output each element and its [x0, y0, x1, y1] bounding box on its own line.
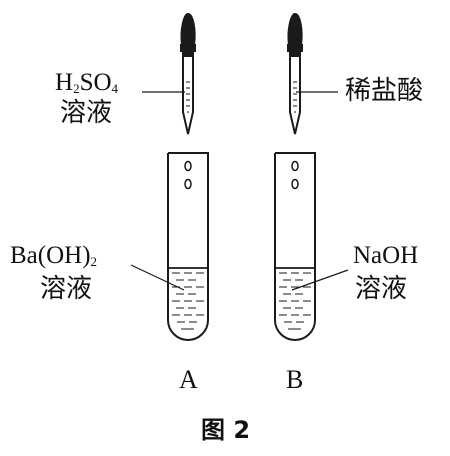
- figure-caption: 图 2: [201, 416, 251, 444]
- label-tube-a: A: [179, 365, 198, 394]
- label-baoh2: Ba(OH)2: [10, 242, 98, 269]
- label-h2so4-solution: 溶液: [60, 98, 113, 128]
- label-h2so4: H2SO4: [55, 69, 119, 96]
- leader-right-tube: [291, 269, 349, 291]
- label-baoh2-solution: 溶液: [40, 274, 93, 304]
- dropper-left: [180, 12, 196, 135]
- label-dilute-hcl: 稀盐酸: [345, 76, 424, 106]
- test-tube-b: [274, 152, 316, 341]
- label-naoh: NaOH: [353, 242, 419, 269]
- dropper-right: [287, 12, 303, 135]
- label-naoh-solution: 溶液: [355, 274, 408, 304]
- label-tube-b: B: [286, 365, 304, 394]
- leader-left-tube: [130, 264, 185, 291]
- test-tube-a: [167, 152, 209, 341]
